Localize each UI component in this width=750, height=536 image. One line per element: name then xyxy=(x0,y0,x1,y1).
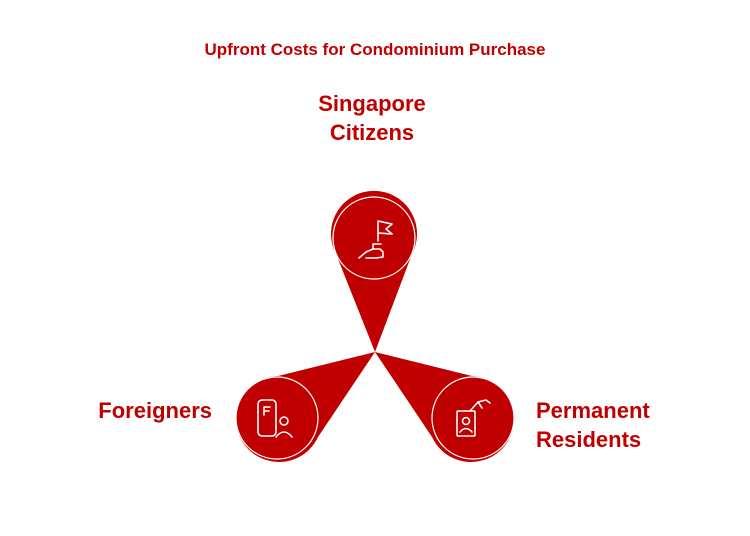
node-singapore-citizens xyxy=(330,190,417,352)
pin-right-ring xyxy=(431,376,515,460)
node-foreigners xyxy=(235,352,375,462)
id-card-hand-icon xyxy=(456,399,491,437)
pin-right xyxy=(375,352,515,462)
foreign-document-person-icon xyxy=(257,399,293,438)
label-singapore-citizens: Singapore Citizens xyxy=(318,91,426,145)
label-foreigners: Foreigners xyxy=(98,398,212,423)
pin-top xyxy=(330,190,417,352)
node-permanent-residents xyxy=(375,352,515,462)
flag-in-hand-icon xyxy=(358,220,393,259)
pin-left xyxy=(235,352,375,462)
pin-left-ring xyxy=(235,376,319,460)
pin-top-ring xyxy=(332,196,416,280)
label-permanent-residents: Permanent Residents xyxy=(536,398,650,452)
diagram-title: Upfront Costs for Condominium Purchase xyxy=(204,40,546,59)
